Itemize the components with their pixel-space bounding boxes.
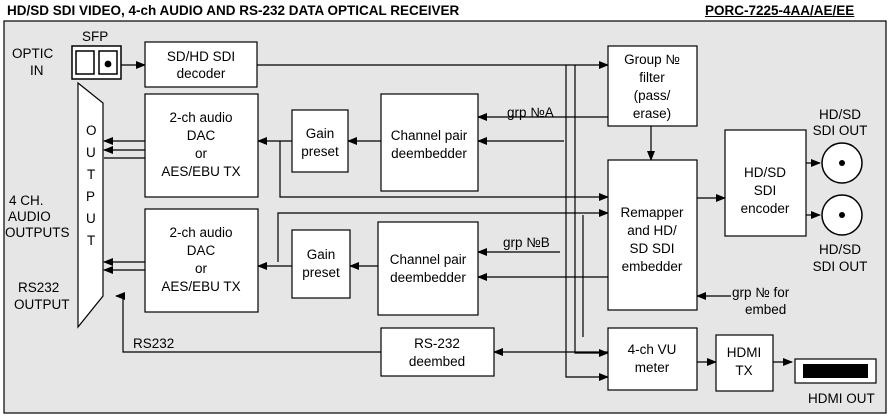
rs232-deembed-block: RS-232 deembed xyxy=(380,327,495,377)
output-letter: U xyxy=(86,145,96,160)
encoder-label-line2: SDI xyxy=(754,183,777,198)
audio-dac-b-block: 2-ch audio DAC or AES/EBU TX xyxy=(144,208,259,313)
group-filter-label-line4: erase) xyxy=(633,106,671,121)
arrow-audio-b-to-remapper xyxy=(277,209,609,262)
audio-dac-a-block: 2-ch audio DAC or AES/EBU TX xyxy=(144,93,259,198)
output-letter: P xyxy=(86,189,95,204)
group-filter-label-line1: Group № xyxy=(624,52,680,67)
sdi-decoder-label-line2: decoder xyxy=(177,66,226,81)
output-bar-letters: O U T P U T xyxy=(86,123,97,248)
sdi-out-1-label-line2: SDI OUT xyxy=(813,123,868,138)
deemb-b-label-line1: Channel pair xyxy=(390,252,467,267)
grp-b-label: grp №B xyxy=(503,235,550,250)
output-letter: T xyxy=(87,233,95,248)
audio-outputs-label-line1: 4 CH. xyxy=(9,193,44,208)
rs232-deembed-label-line2: deembed xyxy=(409,354,465,369)
rs232-deembed-label-line1: RS-232 xyxy=(414,336,460,351)
remapper-label-line1: Remapper xyxy=(620,205,684,220)
rs232-output-label-line1: RS232 xyxy=(18,280,59,295)
gain-a-label-line2: preset xyxy=(301,144,339,159)
hdmi-tx-label-line2: TX xyxy=(735,363,752,378)
deemb-b-label-line2: deembedder xyxy=(390,270,466,285)
arrow-rs232-to-output xyxy=(115,292,381,353)
arrow-audio-a-to-remapper xyxy=(279,141,609,201)
audio-dac-b-label-line1: 2-ch audio xyxy=(169,225,232,240)
model-number: PORC-7225-4AA/AE/EE xyxy=(705,3,855,18)
audio-dac-a-label-line4: AES/EBU TX xyxy=(161,164,240,179)
output-letter: O xyxy=(86,123,97,138)
vu-meter-label-line1: 4-ch VU xyxy=(628,342,677,357)
hdmi-out-connector xyxy=(794,358,877,384)
gain-preset-a-block: Gain preset xyxy=(291,109,349,173)
grp-embed-label-line1: grp № for xyxy=(732,285,790,300)
audio-dac-b-label-line3: or xyxy=(195,261,208,276)
remapper-label-line2: and HD/ xyxy=(627,223,677,238)
sdi-out-connector-1 xyxy=(821,142,863,184)
remapper-label-line3: SD SDI xyxy=(629,241,674,256)
gain-preset-b-block: Gain preset xyxy=(291,229,351,299)
diagram-title: HD/SD SDI VIDEO, 4-ch AUDIO AND RS-232 D… xyxy=(7,3,460,18)
grp-embed-label-line2: embed xyxy=(745,302,786,317)
sdi-out-2-label-line1: HD/SD xyxy=(819,242,861,257)
encoder-label-line1: HD/SD xyxy=(744,165,786,180)
group-filter-label-line3: (pass/ xyxy=(634,88,671,103)
optic-in-label-line2: IN xyxy=(30,63,44,78)
sdi-encoder-block: HD/SD SDI encoder xyxy=(724,129,807,237)
audio-dac-a-label-line1: 2-ch audio xyxy=(169,110,232,125)
sdi-out-2-label-line2: SDI OUT xyxy=(813,259,868,274)
encoder-label-line3: encoder xyxy=(741,201,790,216)
deemb-a-label-line1: Channel pair xyxy=(391,128,468,143)
sdi-out-1-label-line1: HD/SD xyxy=(819,107,861,122)
audio-outputs-label-line2: AUDIO xyxy=(8,209,51,224)
sdi-decoder-label-line1: SD/HD SDI xyxy=(167,49,235,64)
gain-a-label-line1: Gain xyxy=(306,126,335,141)
audio-dac-a-label-line2: DAC xyxy=(187,128,216,143)
channel-pair-deembedder-b-block: Channel pair deembedder xyxy=(377,221,479,316)
gain-b-label-line1: Gain xyxy=(307,247,336,262)
hdmi-out-label: HDMI OUT xyxy=(808,391,875,406)
audio-dac-a-label-line3: or xyxy=(195,146,208,161)
output-bar xyxy=(77,81,104,329)
remapper-embedder-block: Remapper and HD/ SD SDI embedder xyxy=(607,159,698,311)
output-letter: T xyxy=(87,167,95,182)
deemb-a-label-line2: deembedder xyxy=(391,146,467,161)
optic-in-label-line1: OPTIC xyxy=(12,46,54,61)
output-letter: U xyxy=(86,211,96,226)
sfp-label: SFP xyxy=(82,29,108,44)
audio-dac-b-label-line4: AES/EBU TX xyxy=(161,279,240,294)
connections xyxy=(103,61,821,381)
hdmi-tx-block: HDMI TX xyxy=(715,334,774,392)
hdmi-tx-label-line1: HDMI xyxy=(727,345,762,360)
audio-dac-b-label-line2: DAC xyxy=(187,243,216,258)
channel-pair-deembedder-a-block: Channel pair deembedder xyxy=(380,93,479,192)
rs232-output-label-line2: OUTPUT xyxy=(14,297,70,312)
grp-a-label: grp №A xyxy=(507,105,554,120)
rs232-line-label: RS232 xyxy=(133,336,174,351)
trunk-line-1 xyxy=(565,65,609,381)
gain-b-label-line2: preset xyxy=(302,265,340,280)
remapper-label-line4: embedder xyxy=(622,259,683,274)
sdi-decoder-block: SD/HD SDI decoder xyxy=(144,41,258,88)
group-filter-label-line2: filter xyxy=(639,70,665,85)
sdi-out-connector-2 xyxy=(821,194,863,236)
vu-meter-label-line2: meter xyxy=(635,360,670,375)
sfp-module xyxy=(71,45,122,80)
group-filter-block: Group № filter (pass/ erase) xyxy=(607,45,698,127)
audio-outputs-label-line3: OUTPUTS xyxy=(5,225,70,240)
vu-meter-block: 4-ch VU meter xyxy=(607,327,698,391)
trunk-line-2 xyxy=(574,65,609,357)
